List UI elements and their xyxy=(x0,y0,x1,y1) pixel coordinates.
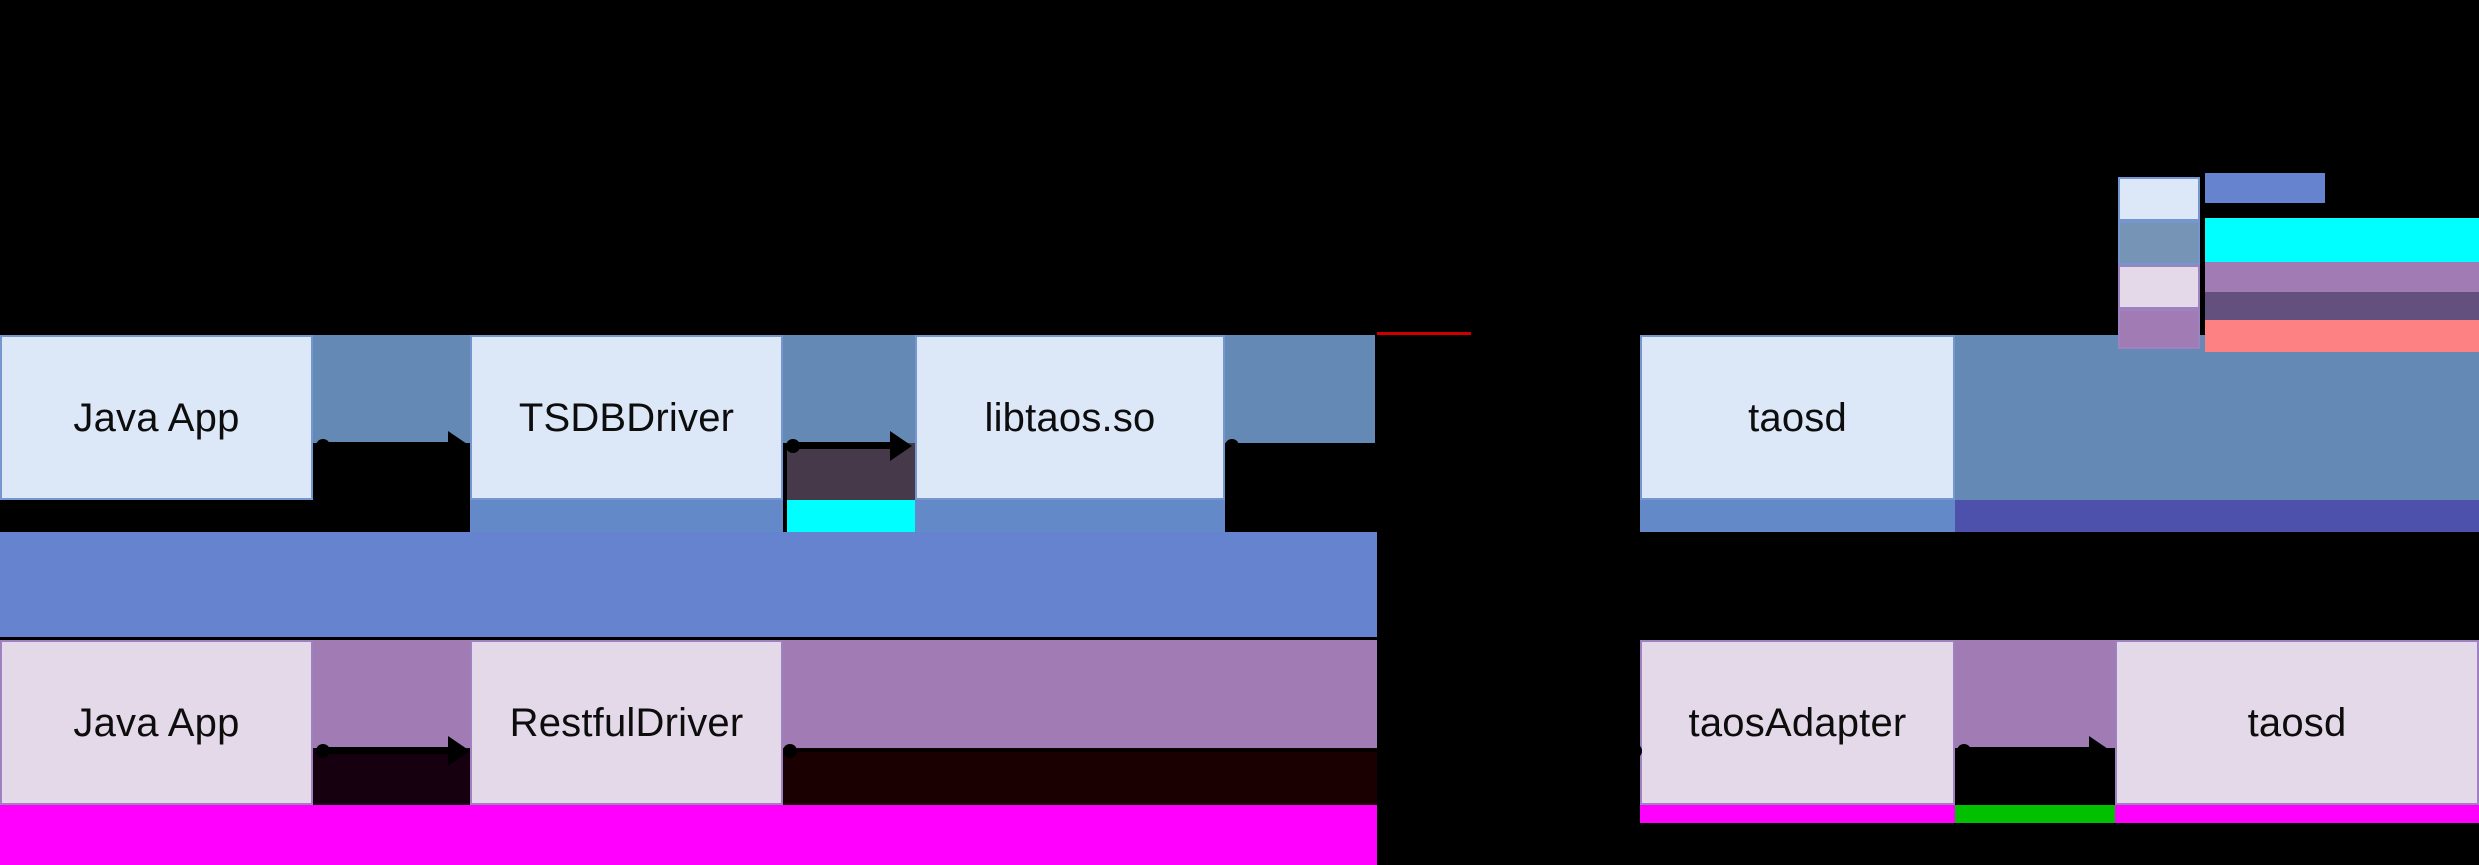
node-taosd-rest[interactable]: taosd xyxy=(2115,640,2479,805)
strip-magenta-taosd2 xyxy=(2115,805,2479,823)
node-label: libtaos.so xyxy=(984,395,1156,440)
strip-cyan-row1 xyxy=(787,500,915,532)
arrow-shaft xyxy=(323,442,451,449)
band-magenta-bottom xyxy=(0,805,1377,865)
node-taosd-native[interactable]: taosd xyxy=(1640,335,1955,500)
band-steel-libtaos xyxy=(780,335,915,443)
arrow-shaft xyxy=(323,747,451,754)
arrow-shaft xyxy=(1232,444,1627,447)
legend-swatch-purple xyxy=(2118,309,2200,349)
connector-libtaos-to-taosd xyxy=(1225,431,1640,461)
arrow-head-icon xyxy=(448,431,470,461)
band-salmon-right xyxy=(2205,320,2479,352)
arrow-end-dot xyxy=(1628,744,1642,758)
node-libtaos-so[interactable]: libtaos.so xyxy=(915,335,1225,500)
node-tsdbdriver[interactable]: TSDBDriver xyxy=(470,335,783,500)
node-java-app-native[interactable]: Java App xyxy=(0,335,313,500)
band-darkred-rest-b xyxy=(783,748,1377,805)
node-label: taosd xyxy=(1748,395,1847,440)
node-label: taosAdapter xyxy=(1688,700,1907,745)
arrow-shaft xyxy=(793,442,893,449)
node-label: taosd xyxy=(2247,700,2347,745)
connector-taosadapter-to-taosd xyxy=(1957,736,2117,766)
band-steel-tsdb xyxy=(313,335,470,443)
node-taosadapter[interactable]: taosAdapter xyxy=(1640,640,1955,805)
band-purple-rest-b xyxy=(783,640,1377,748)
band-cyan-right xyxy=(2205,218,2479,262)
node-label: Java App xyxy=(73,700,240,745)
connector-tsdbdriver-to-libtaos xyxy=(786,431,915,461)
arrow-head-icon xyxy=(890,431,912,461)
band-steel-taosd xyxy=(1225,335,1375,443)
band-deepviolet-right xyxy=(2205,290,2479,320)
node-restfuldriver[interactable]: RestfulDriver xyxy=(470,640,783,805)
node-label: RestfulDriver xyxy=(509,700,744,745)
connector-javaapp-to-restfuldriver xyxy=(316,736,470,766)
band-purple-rest-a xyxy=(313,640,470,748)
strip-magenta-adapter xyxy=(1640,805,1955,823)
strip-blue-row1-b xyxy=(915,500,1225,532)
strip-blue-row1-a xyxy=(470,500,783,532)
band-steel-right-tall xyxy=(2280,330,2479,500)
legend-swatch-steel-blue xyxy=(2118,221,2200,265)
band-blue-right xyxy=(2205,173,2325,203)
connector-restfuldriver-to-taosadapter xyxy=(783,736,1643,766)
arrow-shaft xyxy=(790,749,1630,752)
connector-javaapp-to-tsdbdriver xyxy=(316,431,470,461)
band-blue-middle xyxy=(0,532,1377,637)
strip-indigo-row1 xyxy=(1955,500,2479,532)
band-darkmag-rest-a xyxy=(313,748,470,805)
arrow-head-icon xyxy=(448,736,470,766)
legend-swatch-light-pink xyxy=(2118,265,2200,309)
band-purple-right xyxy=(2205,262,2479,292)
strip-green-row2 xyxy=(1955,805,2115,823)
node-java-app-rest[interactable]: Java App xyxy=(0,640,313,805)
rule-red-top xyxy=(1377,332,1471,335)
legend-swatch-light-blue xyxy=(2118,177,2200,221)
band-purple-adapter xyxy=(1955,640,2115,748)
arrow-head-icon xyxy=(2089,736,2111,766)
node-label: Java App xyxy=(73,395,240,440)
strip-blue-row1-c xyxy=(1640,500,1955,532)
arrow-shaft xyxy=(1964,747,2092,754)
arrow-end-dot xyxy=(1625,439,1639,453)
diagram-legend xyxy=(2118,177,2200,349)
node-label: TSDBDriver xyxy=(518,395,735,440)
